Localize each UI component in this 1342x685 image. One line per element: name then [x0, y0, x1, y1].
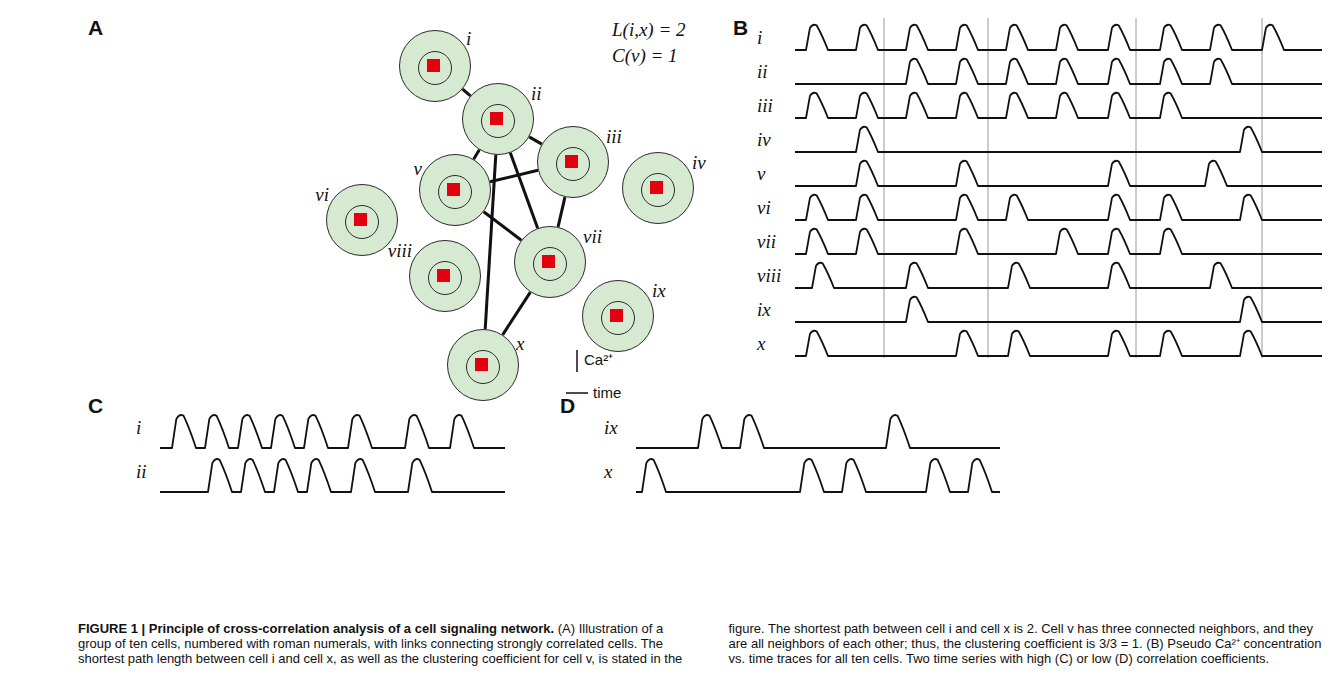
correlation-link: [529, 137, 542, 144]
signal-marker: [610, 309, 623, 322]
scale-bar: [576, 350, 578, 372]
cell: ii: [462, 83, 534, 155]
trace-label: i: [757, 28, 762, 49]
signal-marker: [490, 112, 503, 125]
scale-bar: [566, 392, 588, 394]
correlation-link: [463, 89, 471, 96]
trace-panel: [790, 16, 1328, 362]
trace-label: x: [604, 462, 612, 483]
trace-label: iv: [757, 130, 771, 151]
signal-marker: [650, 181, 663, 194]
cell-number: iv: [692, 153, 706, 172]
calcium-trace: [160, 459, 505, 492]
calcium-trace: [795, 263, 1322, 288]
trace-label: ii: [757, 62, 768, 83]
calcium-trace: [795, 297, 1322, 322]
cell: x: [447, 329, 519, 401]
correlation-link: [503, 292, 531, 335]
trace-label: vi: [757, 198, 771, 219]
signal-marker: [475, 358, 488, 371]
cell: ix: [582, 280, 654, 352]
trace-label: x: [757, 334, 765, 355]
calcium-trace: [795, 59, 1322, 84]
cell-number: v: [414, 159, 422, 178]
calcium-trace: [795, 161, 1322, 186]
cell: vi: [326, 184, 398, 256]
cell-number: vi: [315, 185, 329, 204]
correlation-link: [510, 153, 537, 228]
trace-label: viii: [757, 266, 781, 287]
calcium-trace: [795, 127, 1322, 152]
calcium-trace: [795, 93, 1322, 118]
signal-marker: [565, 155, 578, 168]
time-marker: [884, 18, 885, 358]
panel-letter: C: [88, 394, 103, 417]
panel-letter: D: [560, 394, 575, 417]
correlation-link: [558, 197, 565, 227]
scale-label: time: [593, 385, 621, 402]
time-marker: [988, 18, 989, 358]
calcium-trace: [795, 25, 1322, 50]
cell-number: ii: [531, 84, 542, 103]
figure-title: FIGURE 1 | Principle of cross-correlatio…: [78, 621, 554, 636]
cell-number: x: [516, 334, 524, 353]
calcium-trace: [795, 195, 1322, 220]
caption-area: FIGURE 1 | Principle of cross-correlatio…: [78, 621, 1333, 666]
trace-label: vii: [757, 232, 776, 253]
trace-label: iii: [757, 96, 773, 117]
cell: v: [419, 154, 491, 226]
trace-label: ix: [604, 418, 618, 439]
calcium-trace: [160, 415, 505, 448]
cell: iii: [537, 126, 609, 198]
panel-letter: A: [88, 16, 103, 39]
correlation-link: [474, 150, 480, 159]
cell-number: ix: [652, 281, 666, 300]
cell: viii: [409, 240, 481, 312]
cell: vii: [514, 226, 586, 298]
cell: i: [399, 30, 471, 102]
trace-label: v: [757, 164, 765, 185]
cell-number: viii: [388, 241, 412, 260]
trace-label: i: [136, 418, 141, 439]
calcium-trace: [795, 229, 1322, 254]
time-marker: [1262, 18, 1263, 358]
network-measure: C(v) = 1: [612, 46, 678, 67]
trace-label: ii: [136, 462, 147, 483]
signal-marker: [542, 255, 555, 268]
panel-letter: B: [733, 16, 748, 39]
network-measure: L(i,x) = 2: [612, 20, 686, 41]
scale-label: Ca²⁺: [584, 352, 613, 369]
calcium-trace: [636, 415, 1000, 448]
cell-number: iii: [606, 127, 622, 146]
correlation-link: [484, 212, 522, 241]
calcium-trace: [636, 459, 1000, 492]
trace-label: ix: [757, 300, 771, 321]
cell-number: vii: [583, 227, 602, 246]
signal-marker: [437, 269, 450, 282]
signal-marker: [447, 183, 460, 196]
signal-marker: [427, 59, 440, 72]
cell: iv: [622, 152, 694, 224]
time-marker: [1136, 18, 1137, 358]
calcium-trace: [795, 331, 1322, 356]
signal-marker: [354, 213, 367, 226]
correlation-link: [490, 170, 538, 181]
cell-number: i: [466, 29, 471, 48]
